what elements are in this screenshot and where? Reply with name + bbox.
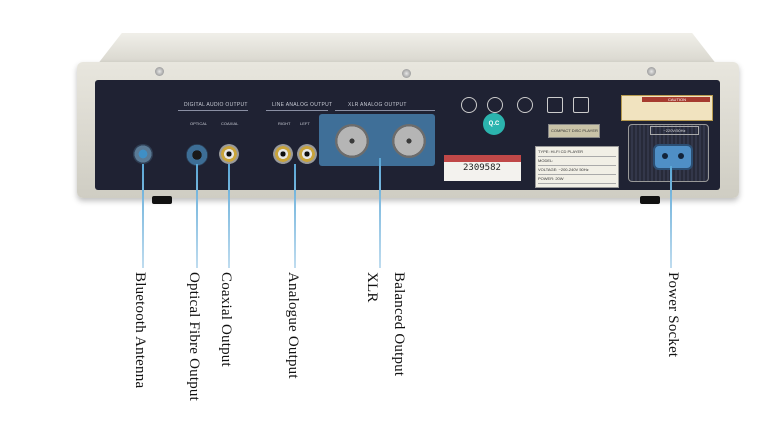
xlr-right-connector [335,124,369,158]
power-socket [653,144,693,170]
section-line-label: LINE ANALOG OUTPUT [272,102,333,108]
label-power-socket: Power Socket [665,272,681,358]
divider [266,110,328,111]
spec-power: POWER: 20W [538,175,616,184]
callout-bluetooth [142,164,144,268]
home-icon [547,97,563,113]
label-xlr: XLR [364,272,380,303]
divider [335,110,435,111]
spec-plate: TYPE: HI-FI CD PLAYER MODEL: VOLTAGE: ~2… [535,146,619,188]
caution-text: CAUTION [668,97,686,102]
label-balanced-output: Balanced Output [391,272,407,377]
section-digital-label: DIGITAL AUDIO OUTPUT [184,102,248,108]
caution-header [642,97,710,102]
label-coaxial-output: Coaxial Output [218,272,234,367]
serial-plate-header [444,155,521,162]
callout-power [670,166,672,268]
caution-label: CAUTION [621,95,713,121]
socket-pin [678,153,684,159]
screw-icon [155,67,164,76]
screw-icon [647,67,656,76]
callout-balanced [379,158,381,268]
label-bluetooth-antenna: Bluetooth Antenna [132,272,148,389]
certification-icon [487,97,503,113]
serial-number: 2309582 [463,163,501,173]
cd-logo: COMPACT DISC PLAYER [548,124,600,138]
callout-optical [196,164,198,268]
cd-logo-text: COMPACT DISC PLAYER [551,128,598,133]
section-xlr-label: XLR ANALOG OUTPUT [348,102,407,108]
foot [640,196,660,204]
certification-icon [517,97,533,113]
callout-analogue [294,164,296,268]
left-port-label: LEFT [300,121,310,126]
chassis-top [97,33,717,65]
socket-pin [662,153,668,159]
xlr-left-connector [392,124,426,158]
screw-icon [402,69,411,78]
label-optical-fibre-output: Optical Fibre Output [186,272,202,401]
power-rating: ~220V/50Hz [650,126,699,135]
analogue-left-jack [297,144,317,164]
analogue-right-jack [273,144,293,164]
spec-type: TYPE: HI-FI CD PLAYER [538,148,616,157]
recycle-bin-icon [573,97,589,113]
bluetooth-antenna-jack [133,144,153,164]
right-port-label: RIGHT [278,121,291,126]
spec-model: MODEL: [538,157,616,166]
certification-icon [461,97,477,113]
optical-output-jack [186,144,208,166]
qc-badge: Q.C [483,113,505,135]
coaxial-port-label: COAXIAL [221,121,239,126]
serial-plate: 2309582 [444,155,521,181]
callout-coaxial [228,164,230,268]
divider [178,110,248,111]
spec-voltage: VOLTAGE: ~200-240V 50Hz [538,166,616,175]
coaxial-output-jack [219,144,239,164]
optical-port-label: OPTICAL [190,121,208,126]
foot [152,196,172,204]
label-analogue-output: Analogue Output [285,272,301,379]
